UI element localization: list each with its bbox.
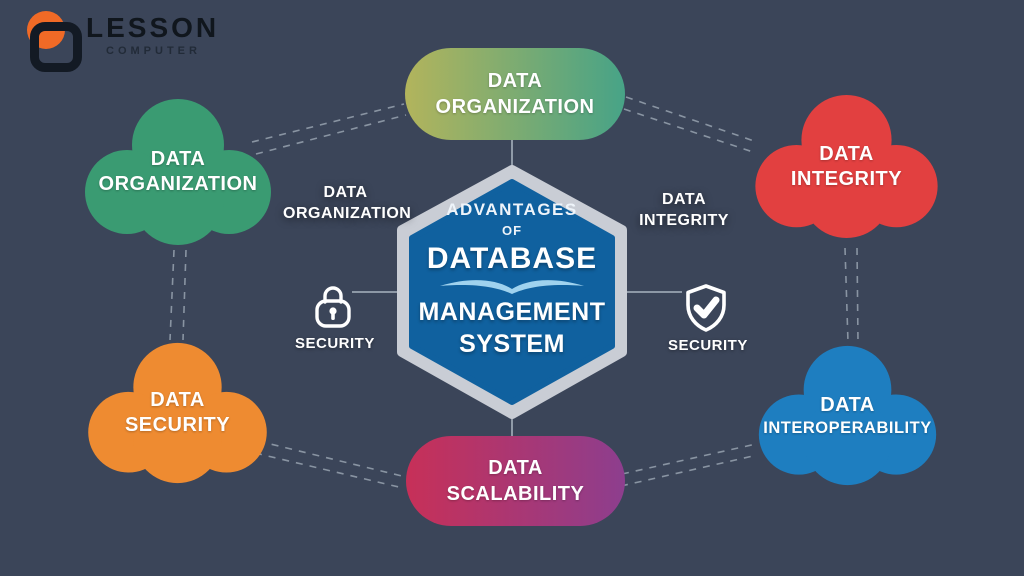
hexagon-title-line4: MANAGEMENT <box>418 298 606 326</box>
label-data-integrity: DATA INTEGRITY <box>628 190 740 232</box>
cloud-data-interoperability: DATA INTEROPERABILITY <box>750 344 945 487</box>
hexagon-title-line3: DATABASE <box>426 242 598 275</box>
label-line1: DATA <box>323 184 368 201</box>
security-left-label: SECURITY <box>295 335 375 352</box>
cloud-label-line2: INTEGRITY <box>790 167 903 190</box>
cloud-data-organization: DATA ORGANIZATION <box>83 96 273 248</box>
cloud-label-line2: ORGANIZATION <box>98 173 258 195</box>
hexagon-title-line1: ADVANTAGES <box>446 200 578 219</box>
hexagon-title-line5: SYSTEM <box>459 330 565 358</box>
cloud-label-line2: SECURITY <box>124 414 231 436</box>
security-right-group: SECURITY <box>668 283 748 354</box>
cloud-data-security-label: DATA SECURITY <box>82 341 273 485</box>
cloud-data-integrity-label: DATA INTEGRITY <box>750 93 943 240</box>
cloud-label-line2: INTEROPERABILITY <box>763 418 932 437</box>
cloud-label-line1: DATA <box>150 148 206 170</box>
hexagon-title-line2: OF <box>501 223 523 238</box>
swoosh-divider-icon <box>440 280 584 294</box>
cloud-shape <box>88 342 267 484</box>
cloud-label-line1: DATA <box>150 389 205 411</box>
logo-ring-icon <box>30 22 82 72</box>
pill-data-organization: DATA ORGANIZATION <box>405 48 625 140</box>
logo-title: LESSON <box>86 12 220 43</box>
pill-label-line2: SCALABILITY <box>446 483 585 505</box>
cloud-data-security: DATA SECURITY <box>82 341 273 485</box>
cloud-shape <box>755 94 938 239</box>
label-data-organization: DATA ORGANIZATION <box>283 183 412 225</box>
pill-label-line1: DATA <box>488 457 543 479</box>
cloud-data-integrity: DATA INTEGRITY <box>750 93 943 240</box>
security-left-group: SECURITY <box>295 283 375 352</box>
cloud-shape <box>85 99 271 245</box>
cloud-data-interoperability-label: DATA INTEROPERABILITY <box>750 344 945 487</box>
hexagon-title-block: ADVANTAGES OF DATABASE MANAGEMENT SYSTEM <box>402 200 622 359</box>
shield-check-icon <box>686 284 726 332</box>
pill-label-line1: DATA <box>487 70 543 92</box>
logo-subtitle: COMPUTER <box>106 45 201 57</box>
security-right-label: SECURITY <box>668 337 748 354</box>
cloud-label-line1: DATA <box>819 142 874 165</box>
lesson-computer-logo: LESSON COMPUTER <box>10 4 240 72</box>
label-line2: INTEGRITY <box>639 211 729 229</box>
cloud-label-line1: DATA <box>820 393 875 416</box>
cloud-shape <box>758 345 937 486</box>
pill-label-line2: ORGANIZATION <box>435 96 595 118</box>
cloud-data-organization-label: DATA ORGANIZATION <box>83 96 273 248</box>
label-line2: ORGANIZATION <box>283 204 412 222</box>
label-line1: DATA <box>661 191 707 208</box>
pill-data-scalability: DATA SCALABILITY <box>406 436 625 526</box>
lock-icon <box>315 286 351 328</box>
